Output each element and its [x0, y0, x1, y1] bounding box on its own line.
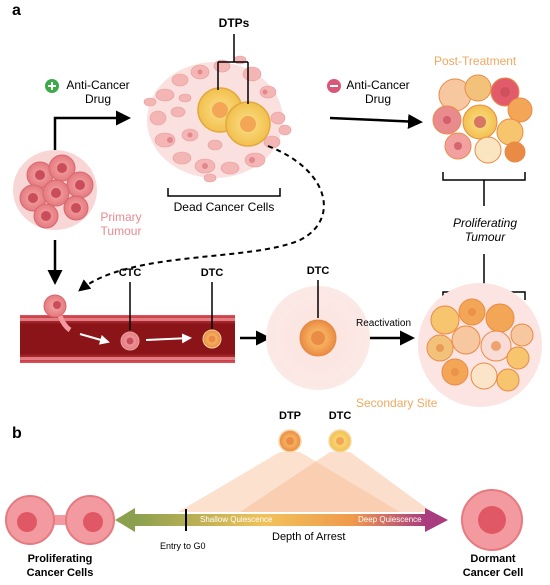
minus-icon	[327, 79, 341, 93]
panel-b-dtc-cell	[328, 429, 352, 453]
plus-drug-line1: Anti-Cancer	[66, 78, 130, 92]
depth-of-arrest-label: Depth of Arrest	[272, 531, 346, 543]
panel-a-label: a	[12, 2, 21, 19]
post-treatment-tumour	[432, 74, 533, 164]
shallow-quiescence-label: Shallow Quiescence	[200, 515, 273, 524]
dtps-bracket	[217, 34, 249, 104]
dormant-cell-line2: Cancer Cell	[462, 567, 524, 579]
primary-tumour	[13, 150, 97, 230]
primary-tumour-line1: Primary	[100, 210, 142, 224]
migration-dashed-arrow	[78, 145, 325, 292]
ctc-cell	[120, 282, 140, 351]
dtp-cells	[197, 87, 271, 147]
proliferating-tumour-line1: Proliferating	[452, 216, 518, 230]
ctc-label: CTC	[118, 267, 142, 279]
dead-cancer-cells-label: Dead Cancer Cells	[173, 200, 275, 214]
secondary-site-tumour	[418, 283, 542, 407]
primary-tumour-line2: Tumour	[100, 224, 142, 238]
panel-b-dtp-label: DTP	[279, 410, 301, 422]
depth-of-arrest-axis	[115, 508, 448, 532]
panel-b-dtc-label: DTC	[328, 410, 352, 422]
post-treatment-label: Post-Treatment	[434, 54, 517, 68]
intravasating-cell	[43, 294, 72, 333]
plus-drug-line2: Drug	[84, 92, 111, 106]
quiescence-cones	[178, 452, 432, 512]
minus-drug-line2: Drug	[364, 92, 391, 106]
dormant-cell-line1: Dormant	[470, 553, 516, 565]
reactivation-label: Reactivation	[356, 318, 412, 329]
dtc-vessel-label: DTC	[200, 267, 224, 279]
proliferating-cells-line1: Proliferating	[27, 553, 93, 565]
entry-to-g0-label: Entry to G0	[160, 541, 206, 551]
vessel-flow-arrows	[79, 333, 192, 345]
dtps-label: DTPs	[218, 16, 250, 30]
plus-icon	[45, 79, 59, 93]
deep-quiescence-label: Deep Quiescence	[358, 515, 422, 524]
dormant-cell-icon	[461, 489, 523, 551]
dead-cells-bracket	[167, 188, 281, 197]
proliferating-cells-line2: Cancer Cells	[26, 567, 94, 579]
minus-drug-line1: Anti-Cancer	[346, 78, 410, 92]
secondary-site-dtc	[266, 280, 370, 390]
proliferating-cells-icon	[5, 495, 115, 545]
proliferating-tumour-line2: Tumour	[464, 230, 506, 244]
secondary-site-label: Secondary Site	[356, 396, 438, 410]
dtc-vessel-cell	[202, 282, 222, 349]
dtc-site-label: DTC	[306, 265, 330, 277]
panel-b-dtp-cell	[278, 429, 302, 453]
panel-b-label: b	[12, 425, 22, 442]
